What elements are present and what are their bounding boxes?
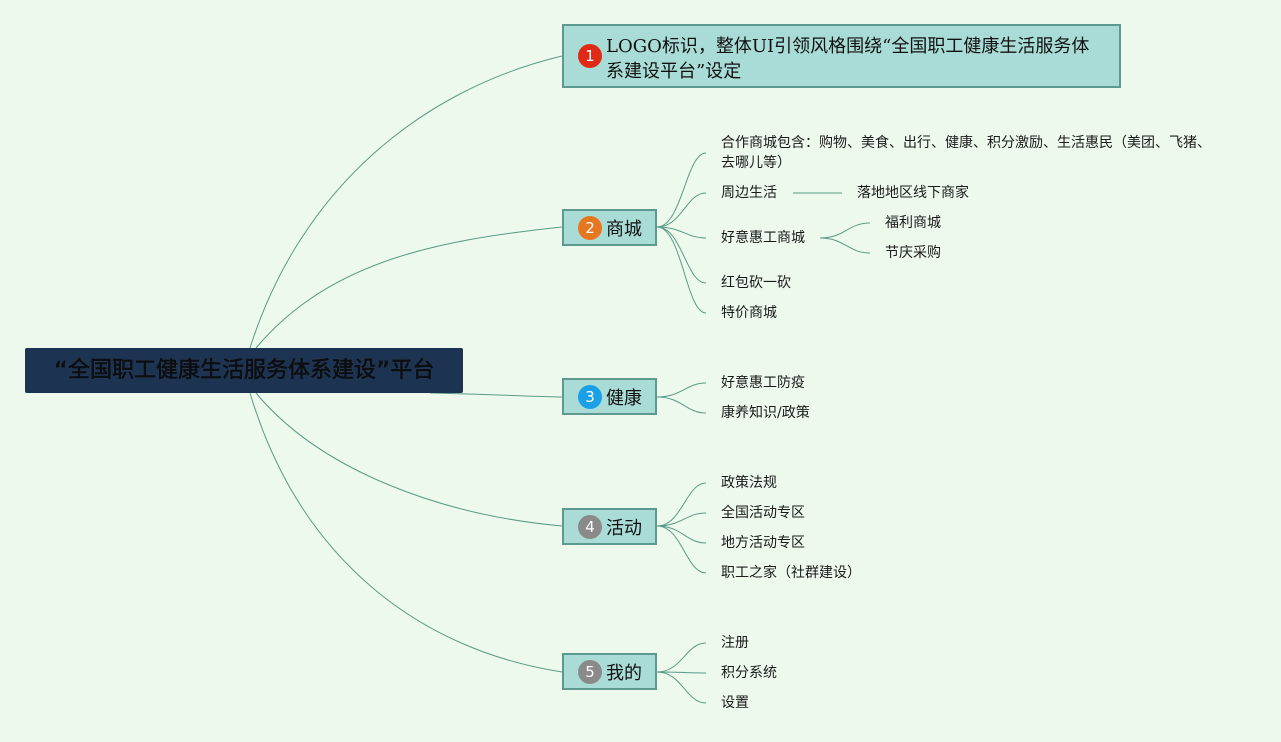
mall-link-4 — [656, 226, 707, 314]
root-link-4 — [255, 392, 563, 527]
activity-national-leaf[interactable]: 全国活动专区 — [721, 505, 805, 521]
activity-link-2 — [656, 525, 707, 544]
activity-local-leaf[interactable]: 地方活动专区 — [721, 535, 805, 551]
branch-health-label: 健康 — [606, 387, 642, 409]
health-knowledge-leaf[interactable]: 康养知识/政策 — [721, 405, 810, 421]
health-epidemic-leaf[interactable]: 好意惠工防疫 — [721, 375, 805, 391]
mall-festival-leaf[interactable]: 节庆采购 — [885, 245, 941, 261]
mine-link-1 — [656, 671, 707, 674]
mall-redpacket-leaf[interactable]: 红包砍一砍 — [721, 275, 791, 291]
mall-partner-leaf[interactable]: 合作商城包含：购物、美食、出行、健康、积分激励、生活惠民（美团、飞猪、去哪儿等） — [721, 135, 1211, 171]
branch-mall-label: 商城 — [606, 218, 642, 240]
mall-link-2 — [656, 226, 707, 239]
activity-link-1 — [656, 512, 707, 527]
root-link-2 — [255, 226, 563, 349]
branch-logo-label: LOGO标识，整体UI引领风格围绕“全国职工健康生活服务体系建设平台”设定 — [606, 36, 1090, 82]
branch-health[interactable]: 3 健康 — [562, 378, 657, 415]
mall-nearby-leaf[interactable]: 周边生活 — [721, 185, 777, 201]
number-badge-5: 5 — [578, 659, 602, 684]
mall-haoyi-leaf[interactable]: 好意惠工商城 — [721, 230, 805, 246]
branch-activity-label: 活动 — [606, 517, 642, 539]
mall-link-3 — [656, 226, 707, 284]
health-link-0 — [656, 382, 707, 398]
number-badge-3: 3 — [578, 384, 602, 409]
health-link-1 — [656, 396, 707, 414]
root-link-3 — [429, 392, 563, 398]
mall-link-0 — [656, 152, 707, 228]
haoyi-link-1 — [819, 237, 871, 254]
root-topic[interactable]: “全国职工健康生活服务体系建设”平台 — [25, 348, 463, 393]
mine-register-leaf[interactable]: 注册 — [721, 635, 749, 651]
number-badge-2: 2 — [578, 215, 602, 240]
branch-mall[interactable]: 2 商城 — [562, 209, 657, 246]
haoyi-link-0 — [819, 222, 871, 239]
mall-discount-leaf[interactable]: 特价商城 — [721, 305, 777, 321]
number-badge-1: 1 — [578, 44, 602, 68]
root-link-1 — [249, 55, 563, 349]
mall-nearby-child-leaf[interactable]: 落地地区线下商家 — [857, 185, 969, 201]
branch-logo[interactable]: 1 LOGO标识，整体UI引领风格围绕“全国职工健康生活服务体系建设平台”设定 — [562, 24, 1121, 88]
mine-link-2 — [656, 671, 707, 704]
mall-welfare-leaf[interactable]: 福利商城 — [885, 215, 941, 231]
number-badge-4: 4 — [578, 514, 602, 539]
mine-settings-leaf[interactable]: 设置 — [721, 695, 749, 711]
activity-link-0 — [656, 482, 707, 527]
mall-link-1 — [656, 192, 707, 228]
activity-policy-leaf[interactable]: 政策法规 — [721, 475, 777, 491]
activity-home-leaf[interactable]: 职工之家（社群建设） — [721, 565, 861, 581]
root-link-5 — [249, 392, 563, 673]
mine-link-0 — [656, 642, 707, 673]
activity-link-3 — [656, 525, 707, 574]
branch-activity[interactable]: 4 活动 — [562, 508, 657, 545]
branch-mine[interactable]: 5 我的 — [562, 653, 657, 690]
mine-points-leaf[interactable]: 积分系统 — [721, 665, 777, 681]
branch-mine-label: 我的 — [606, 662, 642, 684]
root-title: “全国职工健康生活服务体系建设”平台 — [53, 358, 435, 383]
